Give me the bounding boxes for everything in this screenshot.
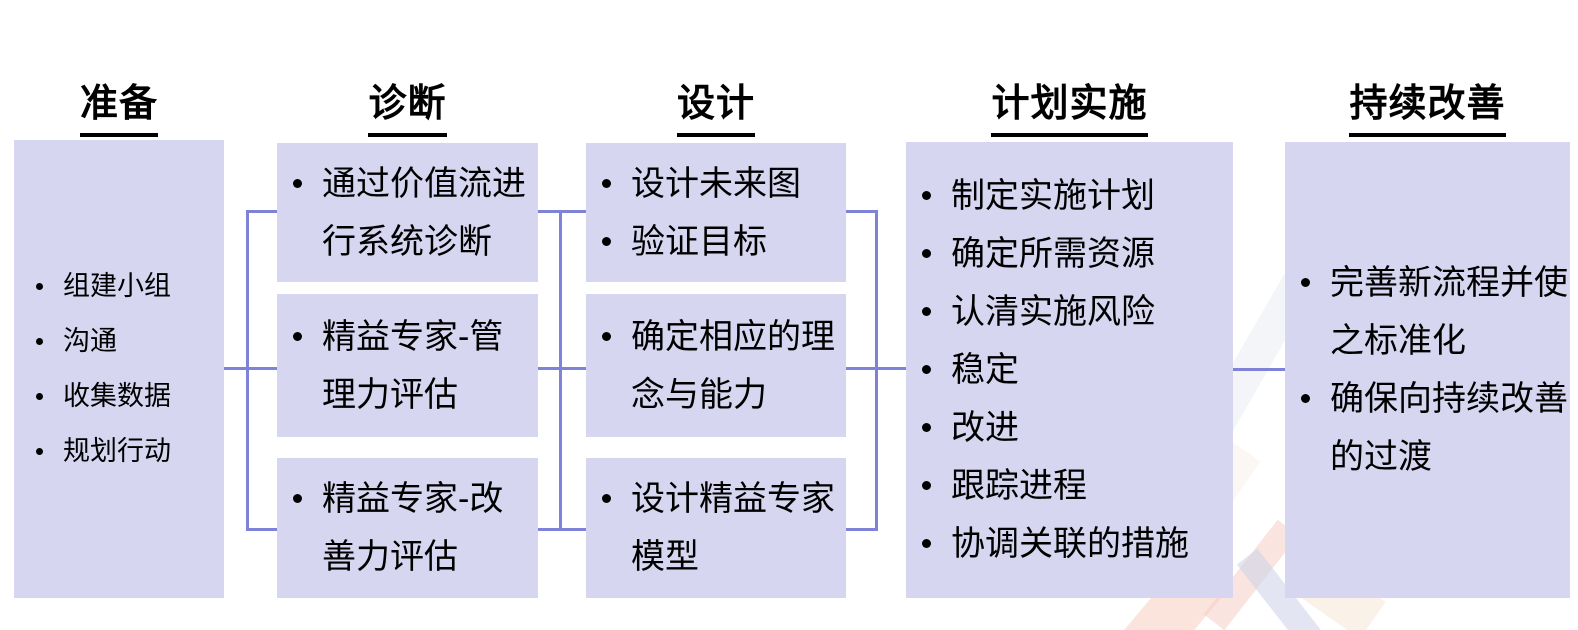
prepare-box: 组建小组 沟通 收集数据 规划行动 [14,140,224,598]
list-item: 通过价值流进行系统诊断 [277,155,538,271]
connector-line [246,528,278,531]
design-box-3: 设计精益专家模型 [586,458,846,598]
implement-box: 制定实施计划 确定所需资源 认清实施风险 稳定 改进 跟踪进程 协调关联的措施 [906,142,1233,598]
bullet-icon [922,481,931,490]
list-item: 精益专家-管理力评估 [277,308,538,424]
list-item: 认清实施风险 [906,283,1233,341]
title-text: 计划实施 [991,72,1148,137]
list-item: 稳定 [906,341,1233,399]
bullet-line: 的过渡 [1330,438,1432,476]
bullet-line: 规划行动 [63,436,171,466]
bullet-line: 通过价值流进 [322,164,526,203]
design-box-2: 确定相应的理念与能力 [586,294,846,437]
list-item: 跟踪进程 [906,457,1233,515]
column-title-implement: 计划实施 [906,72,1233,137]
bullet-line: 收集数据 [63,381,171,411]
list-item: 确定所需资源 [906,225,1233,283]
bullet-line: 改进 [951,409,1019,447]
connector-line [559,210,562,531]
bullet-line: 之标准化 [1330,322,1466,360]
bullet-icon [602,236,611,246]
title-text: 准备 [79,72,158,137]
bullet-icon [922,191,931,200]
column-title-prepare: 准备 [14,72,224,137]
bullet-line: 跟踪进程 [951,467,1087,505]
bullet-line: 念与能力 [631,375,767,414]
bullet-line: 精益专家-管 [322,317,504,356]
list-item: 设计未来图 [586,155,846,213]
bullet-line: 协调关联的措施 [951,525,1189,563]
list-item: 沟通 [14,314,224,369]
list-item: 组建小组 [14,259,224,314]
bullet-line: 行系统诊断 [322,222,492,261]
bullet-icon [922,307,931,316]
list-item: 改进 [906,399,1233,457]
column-title-design: 设计 [586,72,846,137]
connector-line [846,210,878,213]
bullet-line: 制定实施计划 [951,177,1155,215]
connector-line [875,210,878,531]
bullet-line: 组建小组 [63,271,171,301]
column-title-improve: 持续改善 [1285,72,1570,137]
bullet-icon [922,249,931,258]
connector-line [246,210,249,531]
bullet-line: 精益专家-改 [322,480,504,518]
list-item: 协调关联的措施 [906,515,1233,573]
connector-line [538,210,588,213]
list-item: 设计精益专家模型 [586,470,846,586]
title-text: 设计 [676,72,755,137]
bullet-icon [1301,278,1310,287]
title-text: 持续改善 [1349,72,1506,137]
bullet-line: 确定所需资源 [951,235,1155,273]
bullet-line: 设计未来图 [631,164,801,203]
title-text: 诊断 [368,72,447,137]
bullet-line: 模型 [631,538,699,576]
diagnose-box-3: 精益专家-改善力评估 [277,458,538,598]
connector-line [538,367,588,370]
connector-line [1233,368,1285,371]
bullet-icon [36,338,43,345]
bullet-line: 沟通 [63,326,117,356]
bullet-icon [36,393,43,400]
bullet-line: 善力评估 [322,538,458,576]
bullet-line: 设计精益专家 [631,480,835,518]
bullet-line: 确保向持续改善 [1330,380,1568,418]
list-item: 确定相应的理念与能力 [586,308,846,424]
bullet-icon [36,283,43,290]
bullet-icon [922,423,931,432]
bullet-icon [1301,394,1310,403]
improve-box: 完善新流程并使之标准化 确保向持续改善的过渡 [1285,142,1570,598]
list-item: 规划行动 [14,424,224,479]
bullet-line: 认清实施风险 [951,293,1155,331]
bullet-icon [293,178,302,188]
connector-line [538,528,588,531]
bullet-icon [602,331,611,341]
list-item: 确保向持续改善的过渡 [1285,370,1570,486]
list-item: 制定实施计划 [906,167,1233,225]
diagnose-box-2: 精益专家-管理力评估 [277,294,538,437]
bullet-icon [922,539,931,548]
bullet-icon [36,448,43,455]
bullet-icon [602,178,611,188]
bullet-line: 稳定 [951,351,1019,389]
bullet-icon [293,331,302,341]
design-box-1: 设计未来图 验证目标 [586,143,846,282]
list-item: 精益专家-改善力评估 [277,470,538,586]
bullet-icon [602,494,611,503]
bullet-line: 验证目标 [631,222,767,261]
connector-line [246,210,278,213]
bullet-line: 理力评估 [322,375,458,414]
bullet-line: 完善新流程并使 [1330,264,1568,302]
list-item: 收集数据 [14,369,224,424]
diagnose-box-1: 通过价值流进行系统诊断 [277,143,538,282]
list-item: 完善新流程并使之标准化 [1285,254,1570,370]
connector-line [846,528,878,531]
bullet-icon [922,365,931,374]
bullet-line: 确定相应的理 [631,317,835,356]
bullet-icon [293,494,302,503]
column-title-diagnose: 诊断 [277,72,538,137]
connector-line [224,367,278,370]
list-item: 验证目标 [586,213,846,271]
